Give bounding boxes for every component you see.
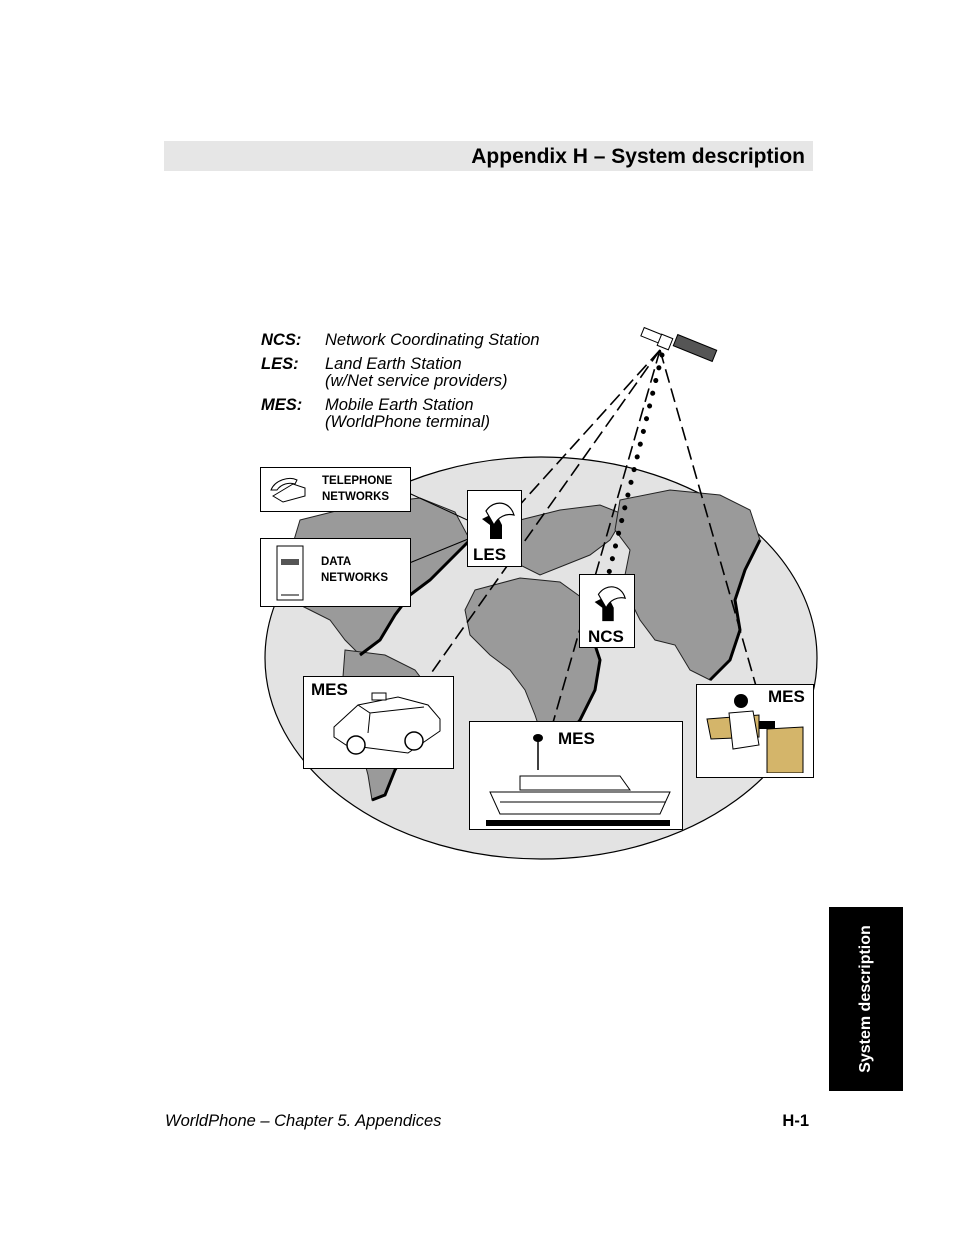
legend-value-line2: (w/Net service providers)	[325, 372, 508, 390]
legend-value: Network Coordinating Station	[325, 331, 540, 349]
legend-value: Land Earth Station	[325, 355, 462, 373]
side-tab-label: System description	[857, 925, 874, 1073]
mes-office-label: MES	[768, 687, 805, 706]
title-bar: Appendix H – System description	[164, 141, 813, 171]
car-icon	[333, 692, 441, 755]
section-side-tab[interactable]: System description	[829, 907, 903, 1091]
data-networks-label: DATA NETWORKS	[321, 556, 389, 584]
footer-page-number: H-1	[782, 1112, 809, 1130]
telephone-networks-box: TELEPHONE NETWORKS	[260, 467, 411, 512]
les-telephone-link	[399, 488, 477, 525]
legend-key: MES:	[261, 396, 303, 414]
legend-value: Mobile Earth Station	[325, 396, 474, 414]
satellite-links	[397, 349, 761, 741]
mes-ship-label: MES	[558, 729, 595, 748]
satellite	[640, 326, 718, 363]
telephone-icon	[270, 477, 306, 503]
mes-car-box: MES	[303, 676, 454, 769]
footer-chapter: WorldPhone – Chapter 5. Appendices	[165, 1112, 442, 1130]
les-data-link	[401, 534, 479, 567]
legend-value-line2: (WorldPhone terminal)	[325, 413, 491, 431]
les-box: LES	[467, 490, 522, 567]
mes-ship-box: MES	[469, 721, 683, 830]
mes-office-box: MES	[696, 684, 814, 778]
mes-car-label: MES	[311, 680, 348, 699]
ncs-label: NCS	[588, 627, 624, 646]
legend-key: NCS:	[261, 331, 302, 349]
page-title: Appendix H – System description	[471, 145, 805, 168]
legend-key: LES:	[261, 355, 299, 373]
server-icon	[276, 545, 304, 601]
ship-icon	[486, 734, 671, 826]
dish-antenna-icon	[594, 586, 627, 622]
office-worker-icon	[706, 694, 804, 773]
telephone-networks-label: TELEPHONE NETWORKS	[322, 475, 393, 503]
ncs-link	[603, 352, 665, 588]
ncs-box: NCS	[579, 574, 635, 648]
les-label: LES	[473, 545, 507, 564]
data-networks-box: DATA NETWORKS	[260, 538, 411, 607]
dish-antenna-icon	[482, 502, 515, 539]
